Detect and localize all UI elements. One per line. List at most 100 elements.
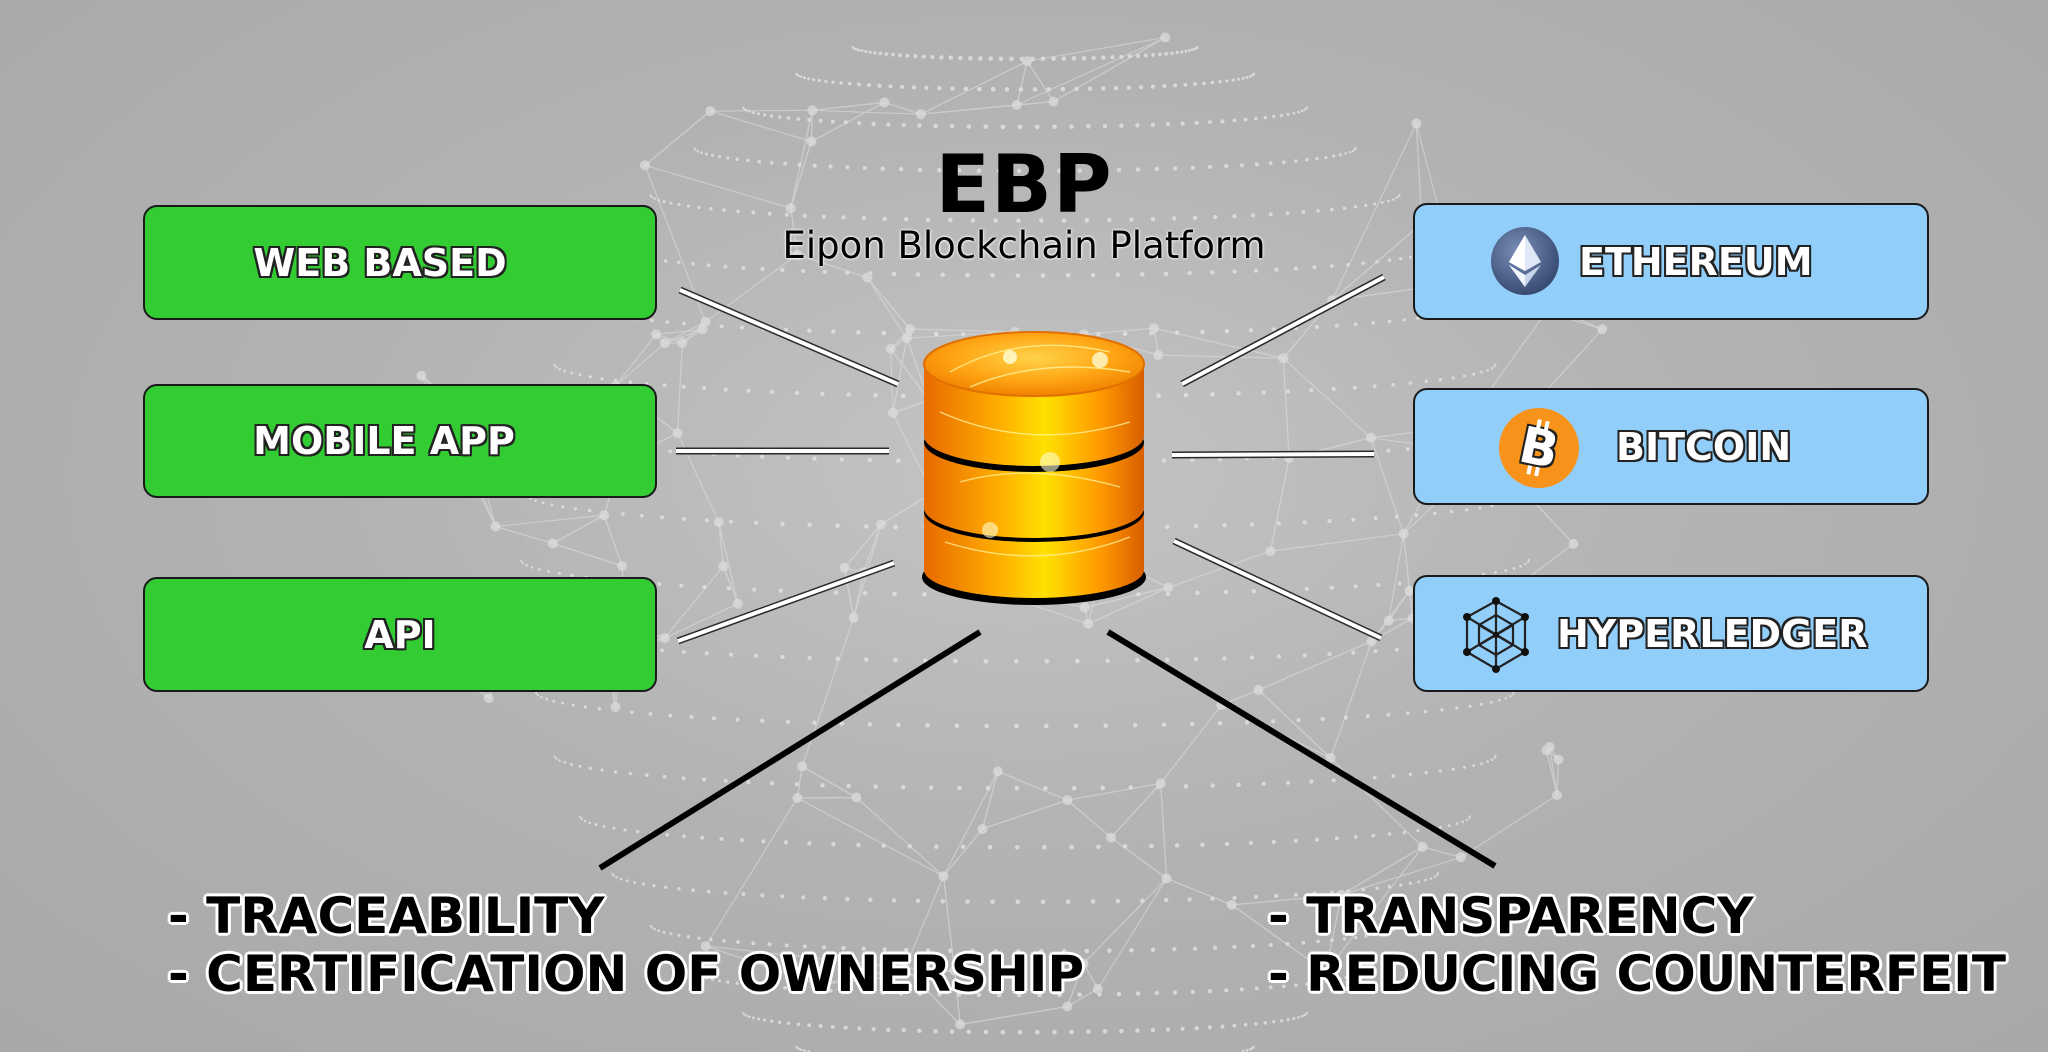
globe-dot — [933, 123, 938, 129]
globe-dot — [1402, 830, 1407, 835]
globe-dot — [1512, 567, 1516, 570]
network-link — [1166, 877, 1232, 906]
globe-dot — [1232, 214, 1237, 219]
globe-dot — [900, 393, 906, 399]
globe-dot — [1040, 899, 1046, 905]
globe-dot — [802, 944, 807, 949]
ethereum-box[interactable]: ETHEREUM — [1413, 203, 1929, 320]
network-link — [1388, 533, 1405, 621]
globe-dot — [1249, 522, 1255, 527]
globe-dot — [754, 653, 759, 658]
globe-dot — [956, 168, 962, 173]
globe-dot — [1352, 385, 1357, 390]
globe-dot — [1138, 85, 1144, 90]
globe-dot — [763, 1018, 767, 1022]
globe-dot — [820, 391, 825, 396]
globe-dot — [1315, 157, 1319, 161]
globe-dot — [1210, 783, 1215, 788]
globe-dot — [861, 215, 866, 221]
globe-dot — [937, 992, 942, 997]
globe-dot — [868, 50, 872, 54]
globe-dot — [726, 980, 730, 984]
globe-dot — [1320, 716, 1325, 722]
globe-dot — [1414, 513, 1419, 517]
hyperledger-box[interactable]: HYPERLEDGER — [1413, 575, 1929, 692]
globe-dot — [1268, 942, 1273, 948]
globe-dot — [1279, 1019, 1284, 1023]
ethereum-label: ETHEREUM — [1579, 239, 1813, 284]
bitcoin-box[interactable]: B BITCOIN — [1413, 388, 1929, 505]
globe-dot — [1241, 76, 1245, 80]
globe-dot — [839, 721, 845, 726]
globe-dot — [1478, 506, 1482, 510]
network-link — [905, 967, 955, 972]
globe-dot — [1303, 108, 1306, 111]
globe-dot — [1302, 653, 1307, 658]
globe-dot — [1395, 927, 1399, 930]
globe-dot — [812, 987, 817, 992]
globe-dot — [1107, 948, 1112, 953]
web-based-box[interactable]: WEB BASED — [143, 205, 657, 320]
globe-dot — [1231, 78, 1235, 82]
globe-dot — [1044, 723, 1049, 729]
globe-dot — [1386, 712, 1391, 717]
globe-dot — [778, 588, 783, 593]
globe-dot — [1102, 123, 1108, 129]
globe-dot — [803, 76, 806, 80]
globe-dot — [1316, 939, 1320, 944]
globe-dot — [1312, 265, 1317, 270]
globe-dot — [901, 1028, 906, 1033]
globe-dot — [990, 273, 995, 278]
globe-dot — [937, 85, 942, 91]
globe-dot — [839, 81, 843, 85]
globe-dot — [1225, 79, 1229, 83]
globe-dot — [769, 984, 774, 989]
network-link — [1016, 101, 1054, 106]
globe-dot — [841, 945, 846, 951]
globe-dot — [628, 771, 633, 776]
mobile-app-box[interactable]: MOBILE APP — [143, 384, 657, 498]
globe-dot — [1438, 769, 1443, 773]
network-link — [884, 101, 922, 115]
globe-dot — [1103, 723, 1108, 728]
network-link — [1153, 328, 1159, 356]
globe-dot — [1129, 217, 1134, 222]
globe-dot — [677, 933, 681, 937]
network-link — [1082, 963, 1099, 990]
globe-dot — [1212, 214, 1218, 220]
globe-dot — [1061, 56, 1067, 61]
globe-dot — [1100, 785, 1105, 791]
globe-dot — [1465, 508, 1469, 512]
globe-dot — [1250, 1047, 1254, 1050]
globe-dot — [653, 197, 656, 200]
globe-dot — [868, 897, 873, 903]
network-link — [812, 109, 921, 115]
globe-dot — [1158, 52, 1162, 57]
globe-dot — [1071, 785, 1077, 791]
globe-dot — [1397, 581, 1402, 586]
network-link — [705, 945, 820, 986]
globe-dot — [1135, 123, 1140, 128]
globe-dot — [1232, 895, 1237, 901]
globe-dot — [710, 153, 714, 157]
globe-dot — [1435, 873, 1439, 877]
globe-dot — [845, 989, 850, 994]
globe-dot — [830, 119, 835, 124]
globe-dot — [1150, 1027, 1156, 1033]
globe-dot — [925, 723, 930, 728]
globe-dot — [1364, 934, 1368, 938]
globe-dot — [1293, 266, 1298, 271]
api-box[interactable]: API — [143, 577, 657, 692]
globe-dot — [831, 80, 835, 84]
network-link — [1160, 704, 1222, 784]
globe-dot — [1353, 835, 1358, 839]
globe-dot — [783, 161, 788, 166]
globe-dot — [681, 649, 686, 654]
globe-dot — [580, 817, 583, 821]
globe-dot — [1035, 124, 1040, 130]
globe-dot — [1397, 925, 1400, 929]
network-link — [790, 141, 812, 209]
globe-dot — [1052, 124, 1057, 130]
globe-dot — [1244, 720, 1250, 725]
globe-dot — [1097, 168, 1102, 173]
